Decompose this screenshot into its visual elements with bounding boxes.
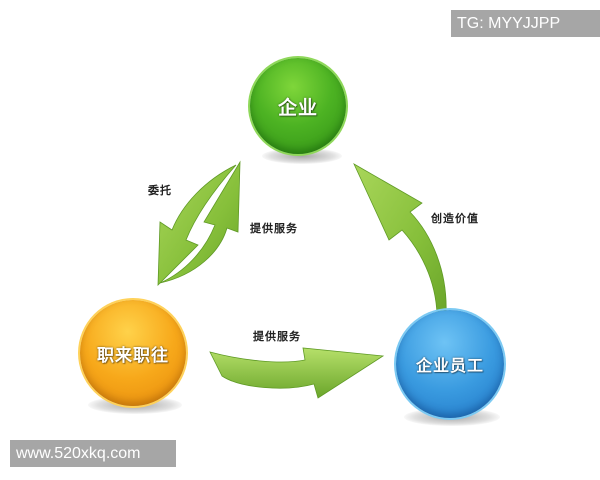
arrow-create-value (353, 163, 447, 316)
node-label-employees: 企业员工 (415, 356, 484, 375)
node-label-enterprise: 企业 (277, 96, 318, 119)
edge-label-delegate: 委托 (148, 184, 172, 197)
arrow-serve-enterprise (159, 160, 241, 284)
edge-label-serve-employees: 提供服务 (253, 330, 301, 343)
node-enterprise: 企业 (250, 58, 346, 154)
arrow-delegate (157, 164, 237, 286)
node-label-staffing-agency: 职来职往 (97, 345, 169, 366)
enterprise-shadow (262, 148, 342, 164)
edge-label-serve-enterprise: 提供服务 (250, 222, 298, 235)
arrow-serve-employees (209, 347, 385, 399)
watermark-telegram: TG: MYYJJPP (451, 10, 600, 37)
edge-label-create-value: 创造价值 (431, 212, 479, 225)
watermark-website: www.520xkq.com (10, 440, 176, 467)
node-staffing-agency: 职来职往 (80, 300, 186, 406)
node-employees: 企业员工 (396, 310, 504, 418)
